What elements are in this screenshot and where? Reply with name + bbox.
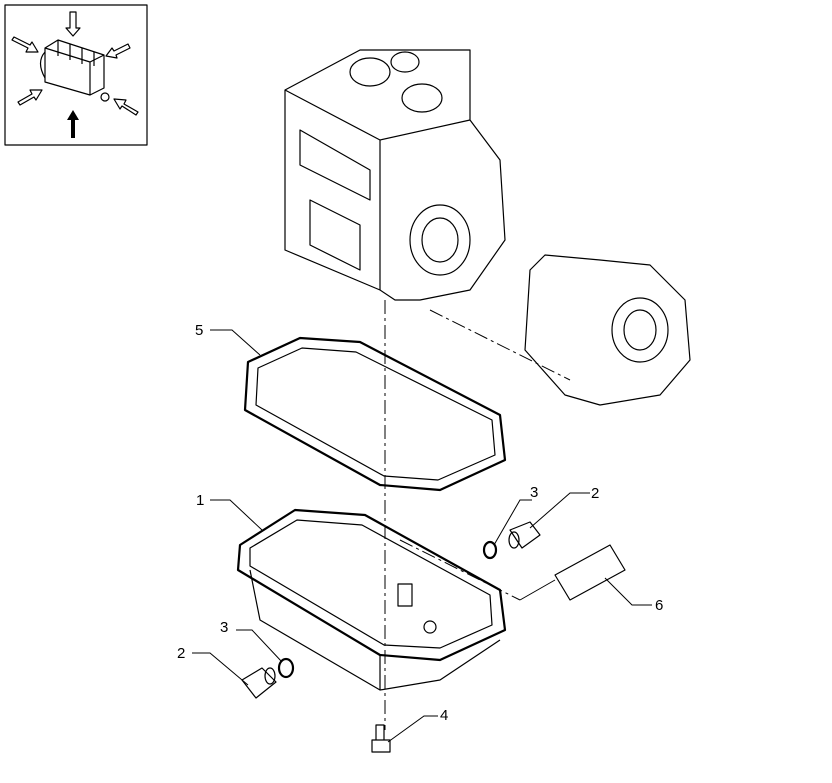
- sealing-washer-left: [277, 657, 295, 679]
- callout-2-plug-left: 2: [177, 645, 185, 662]
- callout-2-plug-right: 2: [591, 485, 599, 502]
- screw: [371, 724, 391, 753]
- callout-5-gasket: 5: [195, 322, 203, 339]
- engine-orientation-icon: [4, 4, 148, 146]
- drain-plug-left: [241, 667, 277, 699]
- centerline-timing: [429, 309, 571, 381]
- sealing-washer-right: [482, 540, 498, 560]
- drain-plug-right: [508, 521, 541, 549]
- callout-1-oil-sump: 1: [196, 492, 204, 509]
- oil-sump: [236, 508, 507, 691]
- oil-sump-gasket: [243, 336, 507, 492]
- centerline-plug: [399, 539, 521, 601]
- timing-cover: [524, 254, 691, 406]
- callout-3-washer-right: 3: [530, 484, 538, 501]
- engine-block: [284, 49, 506, 301]
- callout-3-washer-left: 3: [220, 619, 228, 636]
- leader-lines: [192, 329, 652, 743]
- callout-6-dipstick-tube: 6: [655, 597, 663, 614]
- dipstick-tube: [519, 544, 626, 601]
- callout-4-screw: 4: [440, 707, 448, 724]
